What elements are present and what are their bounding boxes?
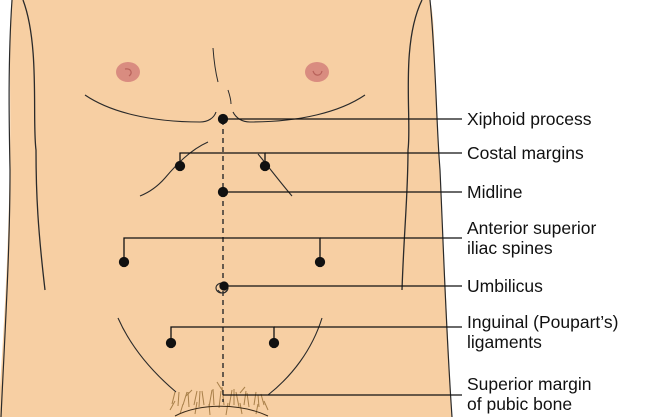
right-costal-dot [261,162,270,171]
xiphoid-label: Xiphoid process [467,109,592,129]
left-costal-dot [176,162,185,171]
right-inguinal-dot [270,339,279,348]
xiphoid-dot [219,115,228,124]
umbilicus-label-text: Umbilicus [467,276,543,296]
costal-label-text: Costal margins [467,143,584,163]
left-nipple [116,62,140,82]
asis-label-line1: Anterior superior [467,218,596,238]
asis-label-line2: iliac spines [467,238,596,258]
midline-label-text: Midline [467,182,522,202]
xiphoid-label-text: Xiphoid process [467,109,592,129]
torso-body [0,0,452,417]
left-inguinal-dot [167,339,176,348]
right-asis-dot [316,258,325,267]
inguinal-label-line2: ligaments [467,332,618,352]
umbilicus-label: Umbilicus [467,276,543,296]
midline-dot [219,188,228,197]
right-nipple [305,62,329,82]
inguinal-label: Inguinal (Poupart’s) ligaments [467,312,618,352]
asis-label: Anterior superior iliac spines [467,218,596,258]
umbilicus-dot [220,282,228,290]
pubic-label-line1: Superior margin [467,374,592,394]
pubic-label-line2: of pubic bone [467,394,592,414]
costal-label: Costal margins [467,143,584,163]
midline-label: Midline [467,182,522,202]
left-asis-dot [120,258,129,267]
inguinal-label-line1: Inguinal (Poupart’s) [467,312,618,332]
pubic-label: Superior margin of pubic bone [467,374,592,414]
